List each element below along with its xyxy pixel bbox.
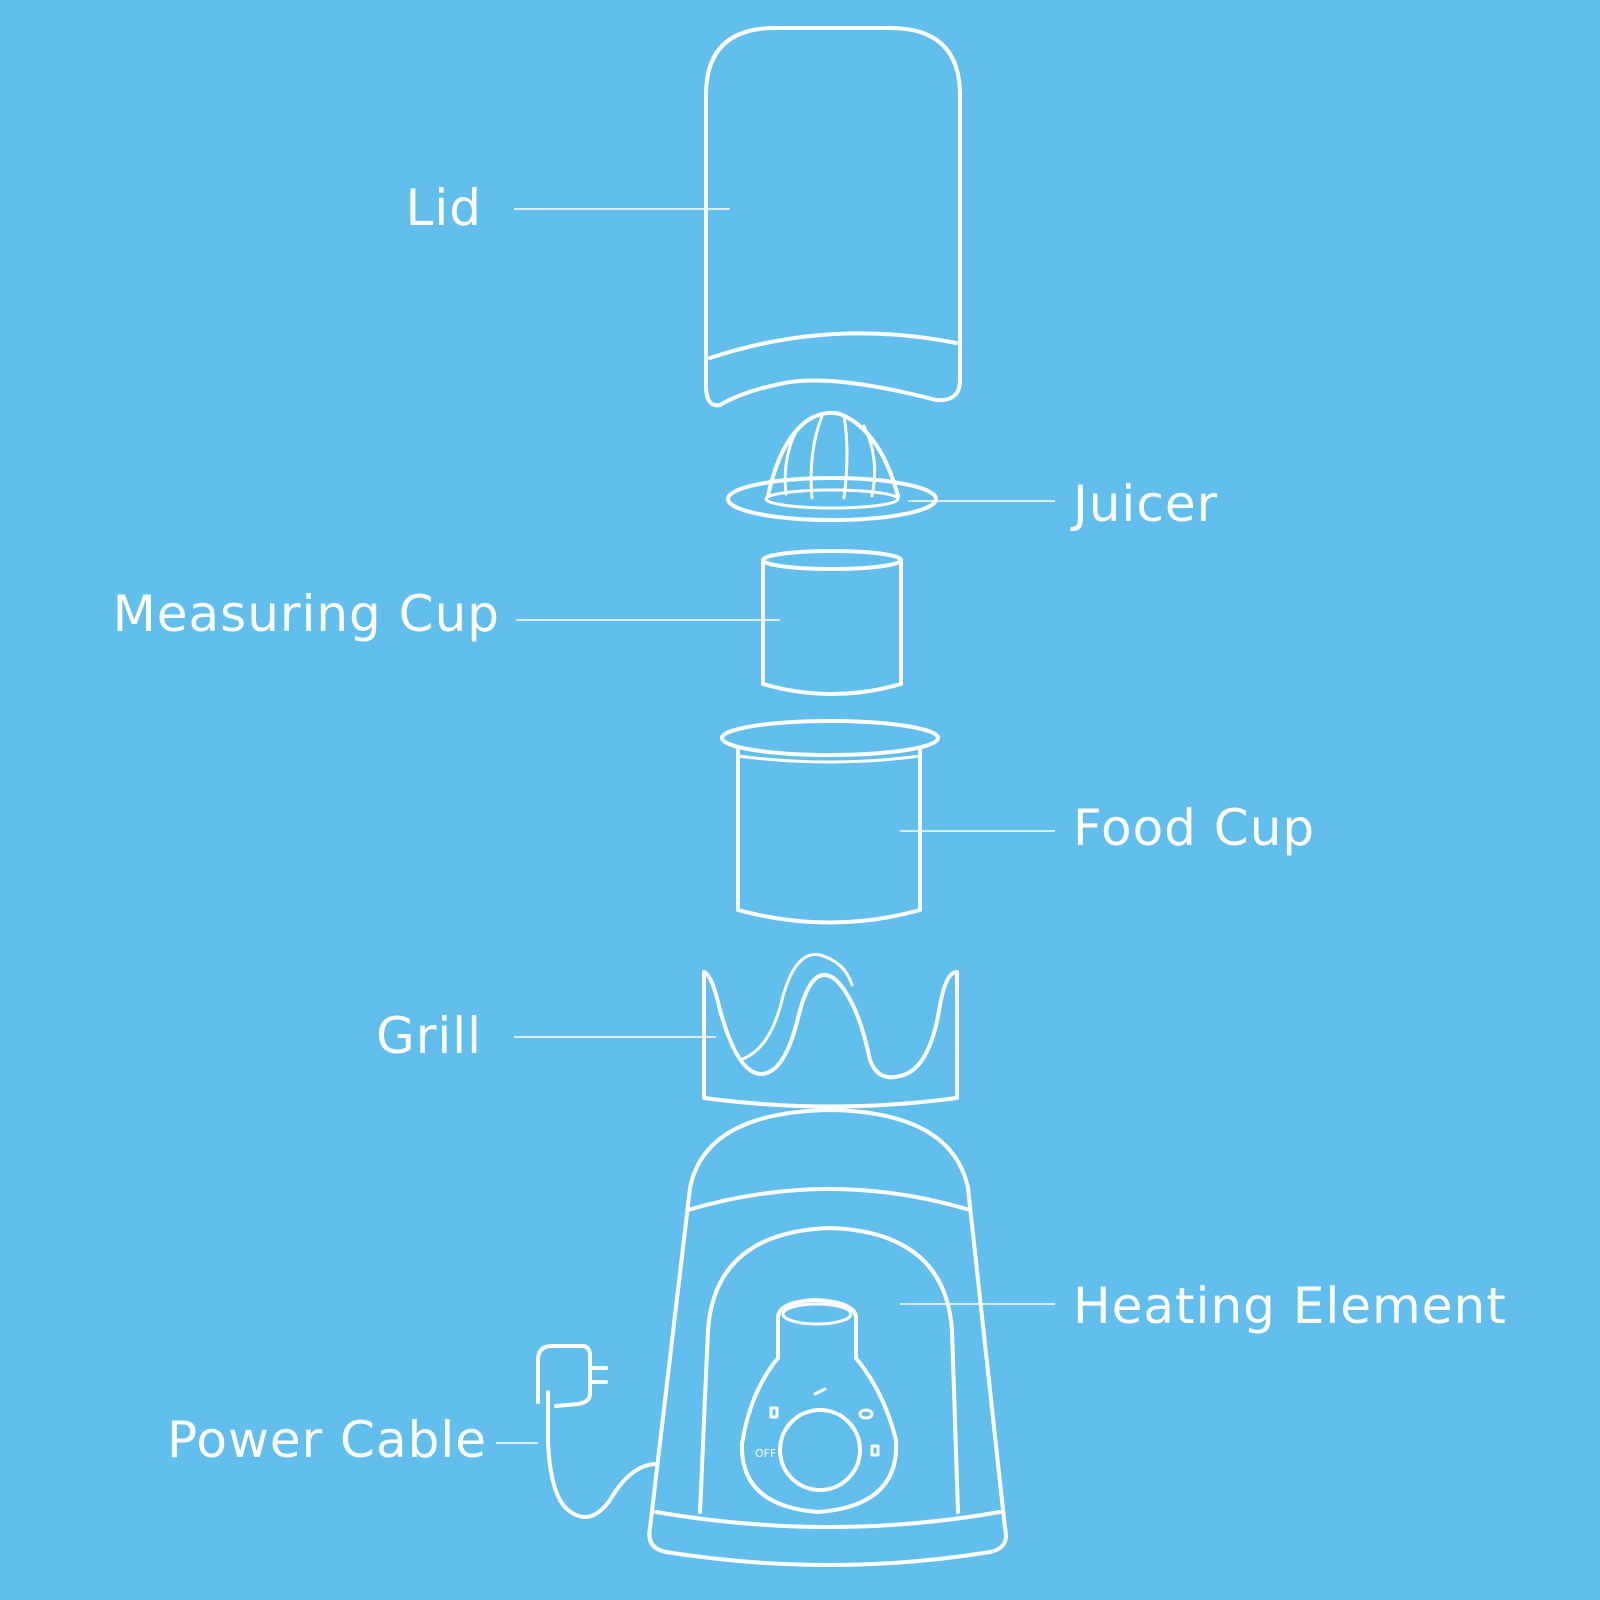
bottle-icon: [769, 1406, 779, 1419]
steam-icon: [858, 1408, 874, 1420]
food-cup-part: [720, 719, 940, 925]
heating-element-label: Heating Element: [1073, 1277, 1507, 1335]
juicer-part: [726, 410, 938, 522]
grill-label: Grill: [376, 1007, 482, 1065]
grill-part: [702, 953, 959, 1109]
spoon-icon: [813, 1387, 827, 1396]
food-cup-label: Food Cup: [1073, 799, 1316, 857]
power-cable-part: [536, 1344, 656, 1520]
jar-icon: [870, 1444, 880, 1457]
juicer-label: Juicer: [1073, 475, 1219, 533]
heating-element-part: OFF: [647, 1108, 1008, 1567]
power-cable-label: Power Cable: [166, 1411, 487, 1469]
measuring-cup-part: [761, 549, 903, 696]
measuring-cup-label: Measuring Cup: [112, 585, 500, 643]
dial-off-label: OFF: [755, 1447, 776, 1460]
lid-label: Lid: [405, 179, 482, 237]
lid-part: [704, 26, 962, 408]
